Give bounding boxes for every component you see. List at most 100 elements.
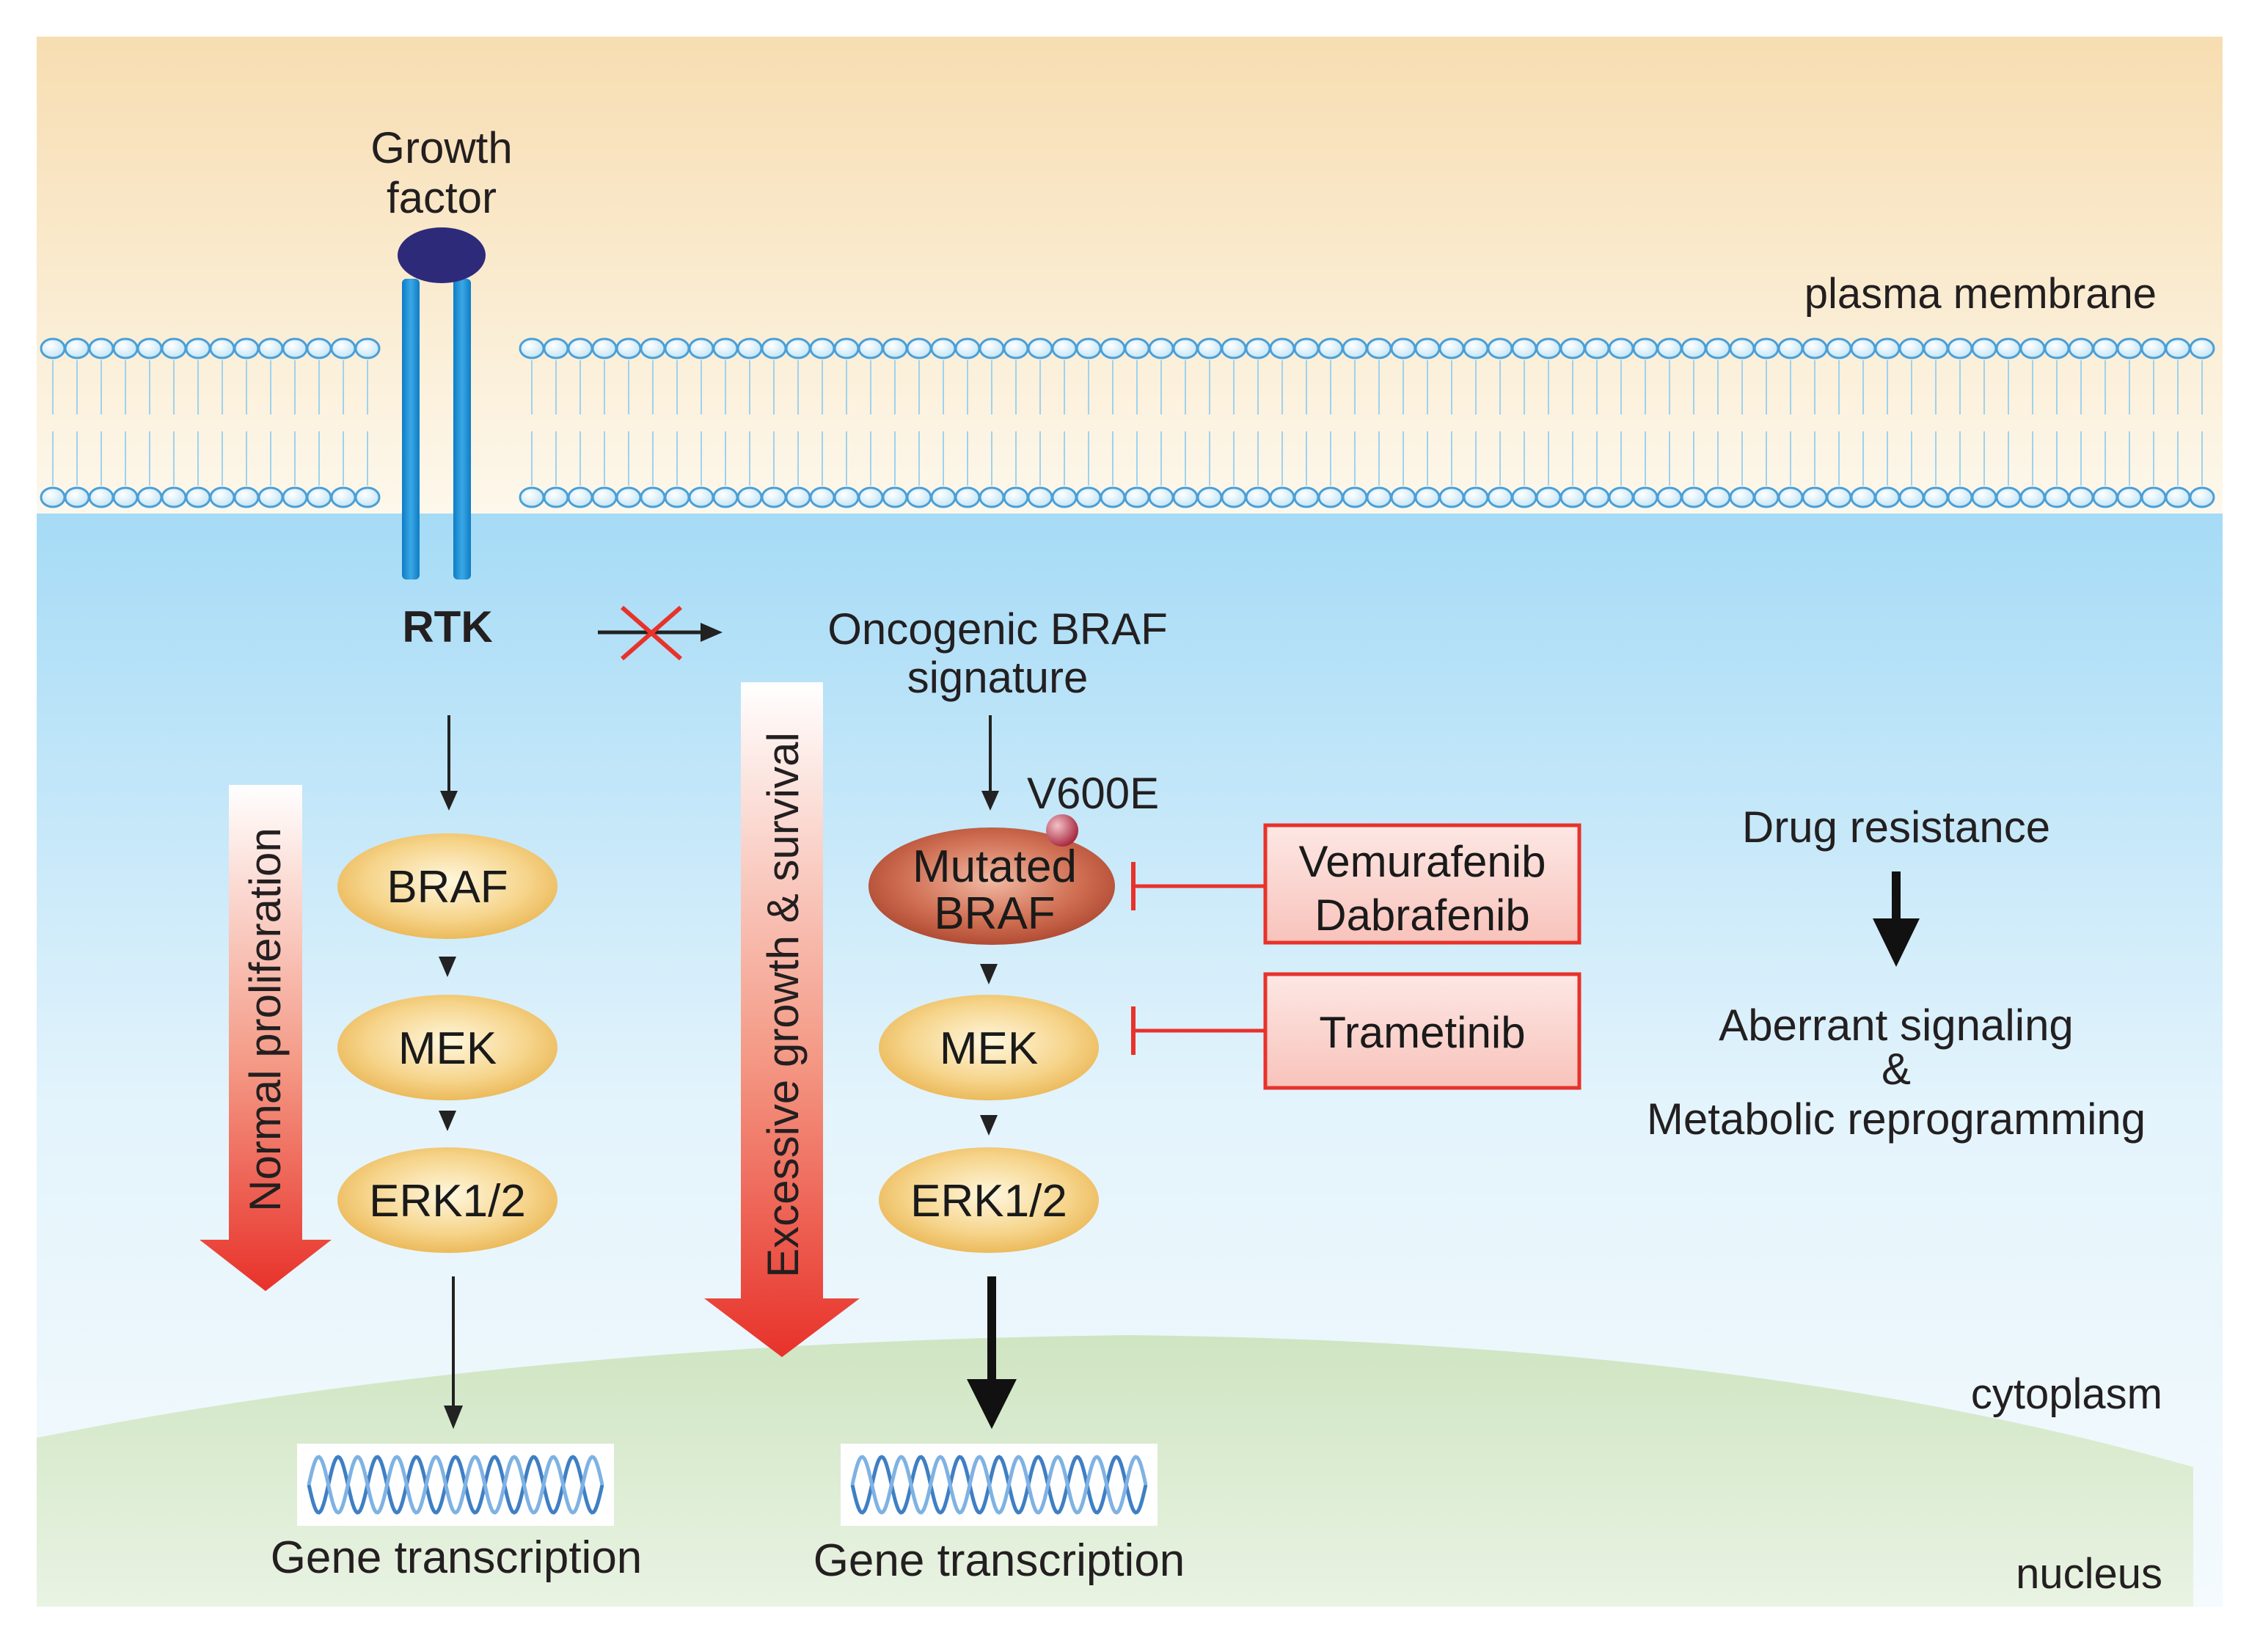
ampersand-label: & <box>1882 1045 1911 1094</box>
lipid-head <box>1051 486 1078 508</box>
lipid-head <box>954 486 981 508</box>
erk-node-right-label: ERK1/2 <box>910 1176 1067 1227</box>
lipid-head <box>2116 337 2143 359</box>
lipid-head <box>1317 486 1344 508</box>
lipid-head <box>664 486 690 508</box>
lipid-head <box>64 337 90 359</box>
excessive-growth-label: Excessive growth & survival <box>758 732 808 1278</box>
mutated-braf-label-2: BRAF <box>934 888 1055 939</box>
lipid-head <box>1850 486 1876 508</box>
lipid-head <box>282 486 308 508</box>
mutated-braf-node <box>868 827 1115 945</box>
lipid-head <box>1511 337 1537 359</box>
lipid-head <box>1172 337 1199 359</box>
lipid-head <box>664 337 690 359</box>
lipid-head <box>954 337 981 359</box>
lipid-head <box>2116 486 2143 508</box>
lipid-head <box>1559 486 1586 508</box>
left-pathway: BRAF MEK ERK1/2 <box>337 715 557 1429</box>
lipid-head <box>882 486 908 508</box>
lipid-head <box>1705 486 1731 508</box>
lipid-head <box>712 337 739 359</box>
lipid-head <box>2140 486 2167 508</box>
lipid-head <box>761 337 787 359</box>
lipid-head <box>1293 486 1320 508</box>
lipid-head <box>209 486 235 508</box>
lipid-head <box>1632 337 1659 359</box>
lipid-head <box>1366 337 1392 359</box>
lipid-head <box>1632 486 1659 508</box>
lipid-head <box>567 337 593 359</box>
lipid-head <box>809 337 835 359</box>
lipid-head <box>1777 337 1804 359</box>
lipid-head <box>233 486 260 508</box>
lipid-head <box>1559 337 1586 359</box>
lipid-head <box>519 486 545 508</box>
lipid-head <box>64 486 90 508</box>
lipid-head <box>906 337 932 359</box>
lipid-head <box>2165 486 2191 508</box>
lipid-head <box>688 337 714 359</box>
mek-drug-box <box>1263 972 1581 1090</box>
lipid-head <box>1196 486 1223 508</box>
lipid-head <box>1075 337 1102 359</box>
lipid-head <box>2044 337 2070 359</box>
lipid-head <box>543 486 569 508</box>
braf-node <box>337 833 557 939</box>
dna-strand <box>850 1455 1148 1515</box>
lipid-head <box>882 337 908 359</box>
lipid-head <box>1463 486 1489 508</box>
lipid-head <box>1487 337 1513 359</box>
lipid-head <box>1608 486 1634 508</box>
lipid-head <box>1729 486 1755 508</box>
lipid-head <box>1923 337 1949 359</box>
erk-node-right <box>879 1147 1099 1253</box>
lipid-head <box>1995 486 2022 508</box>
metabolic-reprogramming-label: Metabolic reprogramming <box>1647 1094 2146 1144</box>
extracellular-space <box>37 37 2223 513</box>
plasma-membrane-label: plasma membrane <box>1804 270 2157 318</box>
dna-strand <box>307 1455 604 1515</box>
lipid-head <box>979 337 1005 359</box>
lipid-head <box>1172 486 1199 508</box>
lipid-head <box>1729 337 1755 359</box>
lipid-head <box>979 486 1005 508</box>
lipid-head <box>1342 486 1368 508</box>
lipid-head <box>1414 337 1441 359</box>
lipid-head <box>40 486 66 508</box>
mek-inhibitor: Trametinib <box>1131 972 1581 1090</box>
erk-node-left <box>337 1147 557 1253</box>
lipid-head <box>1245 337 1271 359</box>
lipid-head <box>615 337 642 359</box>
lipid-head <box>857 337 884 359</box>
nucleus-label: nucleus <box>2016 1550 2162 1598</box>
lipid-head <box>1802 486 1828 508</box>
growth-factor-ligand <box>398 227 486 283</box>
lipid-head <box>519 337 545 359</box>
lipid-head <box>1584 337 1610 359</box>
normal-proliferation-arrow: Normal proliferation <box>200 785 332 1291</box>
mutated-braf-label-1: Mutated <box>913 841 1077 892</box>
lipid-head <box>1221 337 1247 359</box>
lipid-head <box>761 486 787 508</box>
lipid-head <box>1971 486 1997 508</box>
mek-node-right <box>879 995 1099 1100</box>
lipid-head <box>1100 337 1126 359</box>
lipid-head <box>2165 337 2191 359</box>
lipid-head <box>1535 486 1562 508</box>
lipid-head <box>1971 337 1997 359</box>
lipid-head <box>1681 337 1707 359</box>
lipid-head <box>161 486 187 508</box>
gene-transcription-left-label: Gene transcription <box>271 1532 643 1583</box>
lipid-head <box>1221 486 1247 508</box>
lipid-head <box>1753 337 1780 359</box>
lipid-head <box>306 486 332 508</box>
lipid-head <box>136 337 163 359</box>
lipid-head <box>1947 486 1973 508</box>
lipid-head <box>282 337 308 359</box>
lipid-head <box>306 337 332 359</box>
lipid-head <box>591 337 618 359</box>
lipid-head <box>1511 486 1537 508</box>
lipid-head <box>1438 486 1465 508</box>
